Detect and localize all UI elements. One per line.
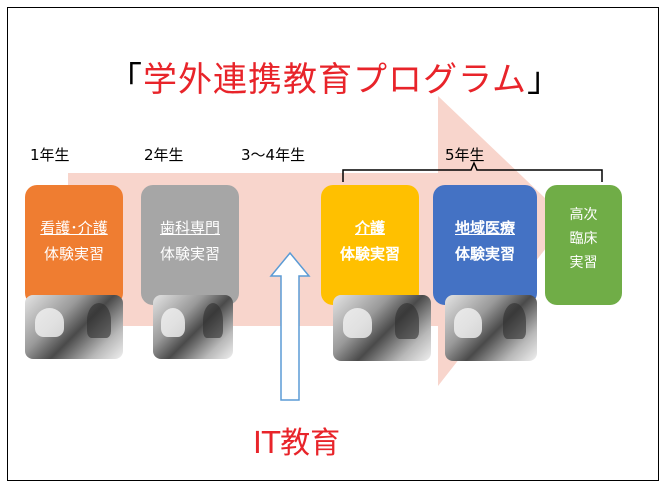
card-dental-line1: 歯科専門 xyxy=(159,219,220,237)
title-highlight: 学外連携教育プログラム xyxy=(143,60,527,100)
up-arrow-icon xyxy=(269,251,311,401)
card-advanced-clinical-line1: 高次 xyxy=(569,207,598,223)
card-community-medicine-line1: 地域医療 xyxy=(454,219,515,237)
card-dental-line2: 体験実習 xyxy=(159,245,220,263)
card-care-line2: 体験実習 xyxy=(339,245,400,263)
title-open-bracket: 「 xyxy=(108,60,143,100)
page-title: 「学外連携教育プログラム」 xyxy=(108,52,562,101)
it-education-label: IT教育 xyxy=(253,426,341,461)
card-nursing-care-line1: 看護･介護 xyxy=(40,219,108,237)
slide: 「学外連携教育プログラム」 1年生 2年生 3～4年生 5年生 看護･介護 体験… xyxy=(7,7,659,481)
card-advanced-clinical-line2: 臨床 xyxy=(569,231,598,247)
card-community-medicine: 地域医療 体験実習 xyxy=(433,185,537,305)
card-advanced-clinical: 高次 臨床 実習 xyxy=(545,185,622,305)
year-label-1: 1年生 xyxy=(30,146,70,164)
photo-nursing-care xyxy=(25,295,123,359)
card-advanced-clinical-line3: 実習 xyxy=(569,255,598,271)
photo-community-medicine xyxy=(445,295,537,361)
year-label-3-4: 3～4年生 xyxy=(241,146,306,164)
card-nursing-care-line2: 体験実習 xyxy=(43,245,104,263)
title-close-bracket: 」 xyxy=(526,60,562,100)
year-label-5: 5年生 xyxy=(445,146,485,164)
card-nursing-care: 看護･介護 体験実習 xyxy=(25,185,123,305)
card-dental: 歯科専門 体験実習 xyxy=(141,185,239,305)
year5-brace xyxy=(342,161,603,182)
photo-care xyxy=(333,295,431,361)
photo-dental xyxy=(153,295,233,359)
year-label-2: 2年生 xyxy=(144,146,184,164)
card-community-medicine-line2: 体験実習 xyxy=(454,245,515,263)
card-care-line1: 介護 xyxy=(354,219,385,237)
card-care: 介護 体験実習 xyxy=(321,185,419,305)
